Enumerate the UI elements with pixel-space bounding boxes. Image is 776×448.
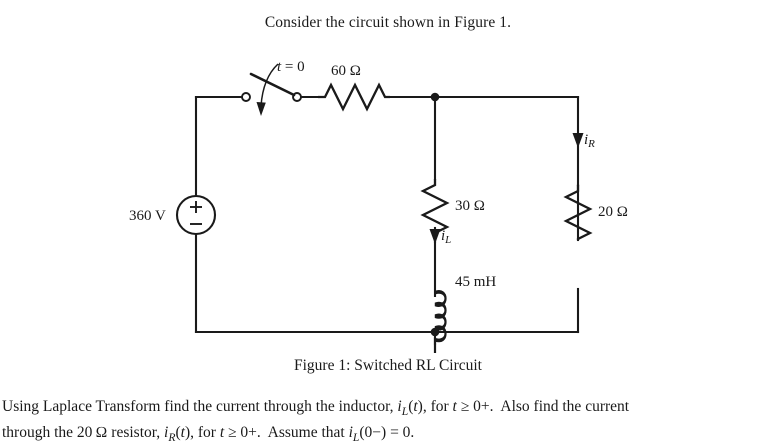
inductor-label: 45 mH [455, 274, 496, 290]
inductor-current-arrowhead [429, 229, 441, 244]
circuit-figure: t = 0 60 Ω 30 Ω iL 45 mH iR 20 Ω [0, 48, 776, 353]
switch-motion-arc [260, 63, 279, 107]
switch-left-terminal[interactable] [241, 92, 251, 102]
resistor-60ohm-symbol [318, 82, 390, 112]
resistor-20ohm-symbol [563, 185, 593, 241]
switch-motion-arrowhead [256, 102, 266, 116]
resistor-30ohm-label: 30 Ω [455, 198, 485, 214]
problem-statement: Using Laplace Transform find the current… [2, 396, 774, 448]
resistor-current-label: iR [584, 132, 595, 150]
figure-caption: Figure 1: Switched RL Circuit [294, 357, 482, 374]
switch-blade[interactable] [249, 72, 296, 97]
voltage-source-label: 360 V [129, 208, 166, 224]
resistor-current-arrowhead [572, 133, 584, 148]
page-root: Consider the circuit shown in Figure 1. [0, 14, 776, 444]
prompt-text: Consider the circuit shown in Figure 1. [264, 14, 512, 31]
voltage-source-circle [175, 194, 217, 236]
problem-line-2: through the 20 Ω resistor, iR(t), for t … [2, 424, 415, 445]
resistor-60ohm-label: 60 Ω [331, 63, 361, 79]
resistor-30ohm-symbol [420, 179, 450, 235]
resistor-20ohm-label: 20 Ω [598, 204, 628, 220]
inductor-symbol [433, 290, 447, 353]
problem-line-1: Using Laplace Transform find the current… [2, 398, 630, 419]
circuit-svg: t = 0 60 Ω 30 Ω iL 45 mH iR 20 Ω [129, 59, 628, 353]
inductor-current-label: iL [441, 228, 451, 246]
top-junction-node [430, 92, 440, 102]
switch-label: t = 0 [277, 59, 305, 75]
